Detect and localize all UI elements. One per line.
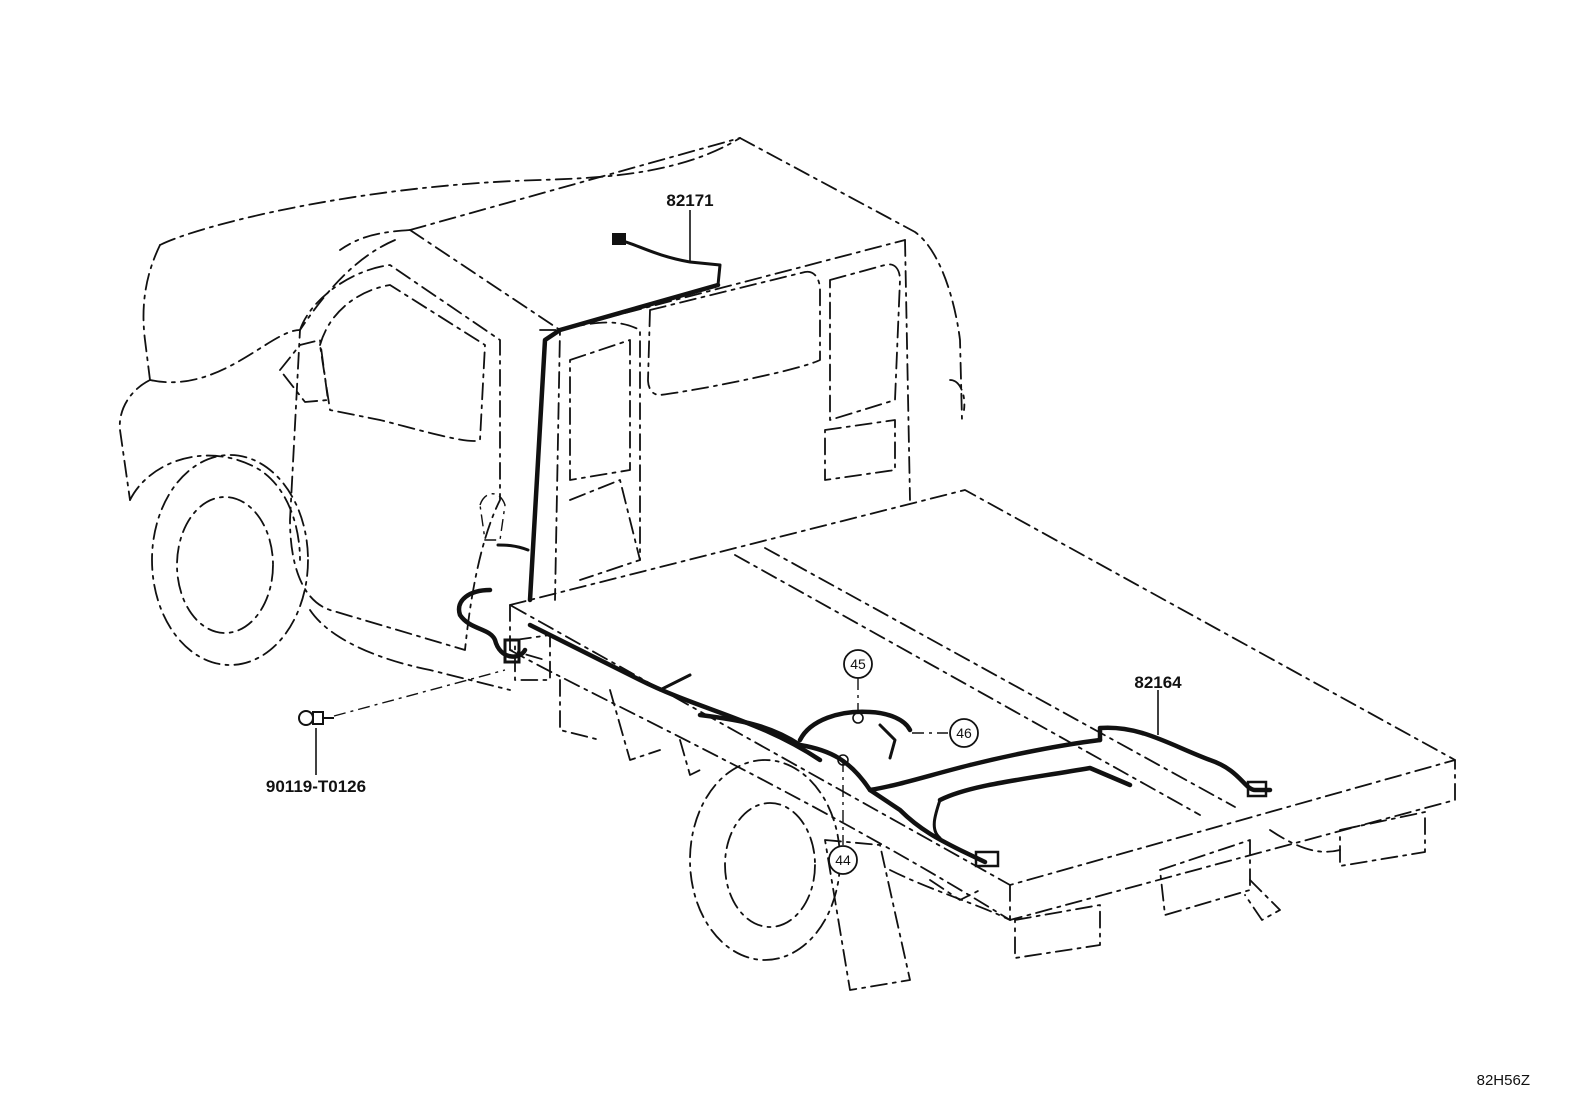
callout-45: 45 [843, 649, 873, 679]
roof-harness-82171 [496, 233, 722, 603]
flat-deck-outline [509, 489, 1456, 991]
bolt-leader-line [333, 669, 506, 717]
callout-44: 44 [828, 845, 858, 875]
deck-harness-82164 [527, 622, 1273, 868]
part-label-82164: 82164 [1134, 673, 1182, 692]
clip-44-icon [837, 754, 849, 766]
callout-45-label: 45 [850, 656, 866, 672]
callout-44-label: 44 [835, 852, 851, 868]
callout-46: 46 [949, 718, 979, 748]
body-harness-left [456, 587, 528, 664]
clip-45-icon [852, 712, 864, 724]
callout-46-label: 46 [956, 725, 972, 741]
part-label-82171: 82171 [666, 191, 713, 210]
part-label-90119-T0126: 90119-T0126 [266, 777, 366, 796]
bolt-icon [298, 710, 334, 726]
figure-code: 82H56Z [1477, 1072, 1530, 1089]
